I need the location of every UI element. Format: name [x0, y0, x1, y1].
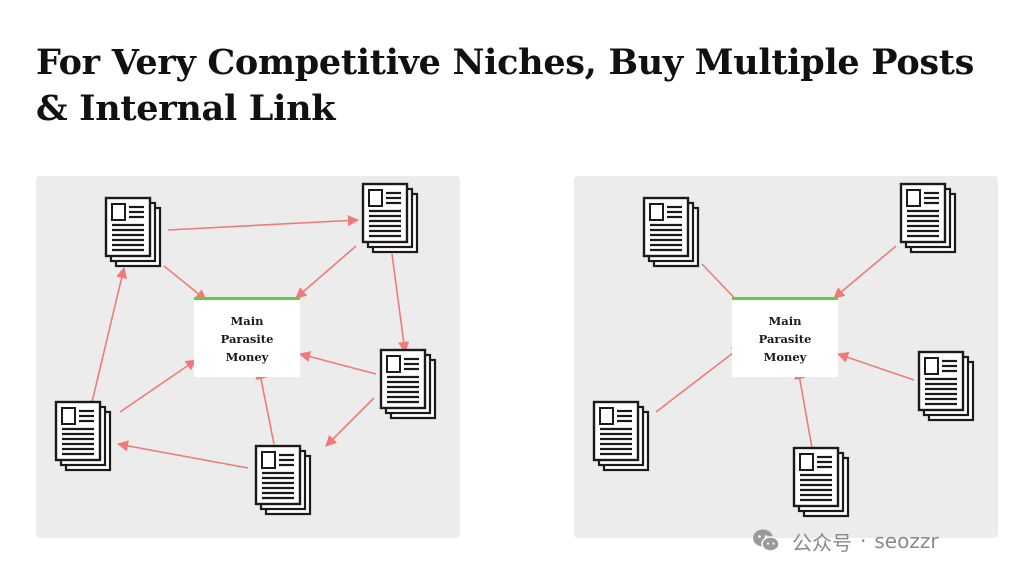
newspaper-stack-icon	[642, 196, 700, 268]
link-arrow	[295, 245, 357, 299]
newspaper-stack-icon	[361, 182, 419, 254]
link-arrow	[255, 367, 275, 445]
watermark: 公众号 · seozzr	[752, 527, 939, 555]
money-page-line2: Parasite	[220, 331, 274, 346]
link-arrow	[119, 359, 197, 413]
direct-posts-svg	[592, 182, 975, 518]
newspaper-stack-icon	[104, 196, 162, 268]
link-arrow	[836, 351, 915, 381]
link-arrow	[91, 266, 128, 403]
newspaper-stack-icon	[379, 348, 437, 420]
money-page-line3: Money	[763, 349, 807, 364]
newspaper-stack-icon	[899, 182, 957, 254]
direct-posts-diagram: Main Parasite Money	[574, 176, 998, 538]
newspaper-stack-icon	[54, 400, 112, 472]
newspaper-stack-icon	[592, 400, 650, 472]
link-arrow	[116, 440, 249, 469]
money-page-box: Main Parasite Money	[732, 297, 838, 377]
link-arrow	[163, 265, 207, 301]
interlinked-posts-svg	[54, 182, 437, 516]
newspaper-stack-icon	[254, 444, 312, 516]
money-page-line1: Main	[768, 313, 802, 328]
newspaper-stack-icon	[917, 350, 975, 422]
link-arrow	[298, 351, 377, 375]
link-arrow	[391, 253, 410, 354]
watermark-channel: 公众号	[792, 530, 852, 555]
link-arrow	[794, 367, 813, 449]
interlinked-posts-diagram: Main Parasite Money	[36, 176, 460, 538]
watermark-separator: ·	[860, 529, 867, 553]
money-page-line1: Main	[230, 313, 264, 328]
link-arrow	[167, 214, 360, 231]
money-page-line3: Money	[225, 349, 269, 364]
link-arrow	[655, 345, 743, 413]
page-title: For Very Competitive Niches, Buy Multipl…	[36, 42, 975, 129]
watermark-handle: seozzr	[874, 529, 939, 553]
money-page-line2: Parasite	[758, 331, 812, 346]
newspaper-stack-icon	[792, 446, 850, 518]
link-arrow	[833, 245, 897, 299]
link-arrow	[325, 397, 375, 447]
money-page-box: Main Parasite Money	[194, 297, 300, 377]
wechat-icon	[753, 529, 780, 552]
